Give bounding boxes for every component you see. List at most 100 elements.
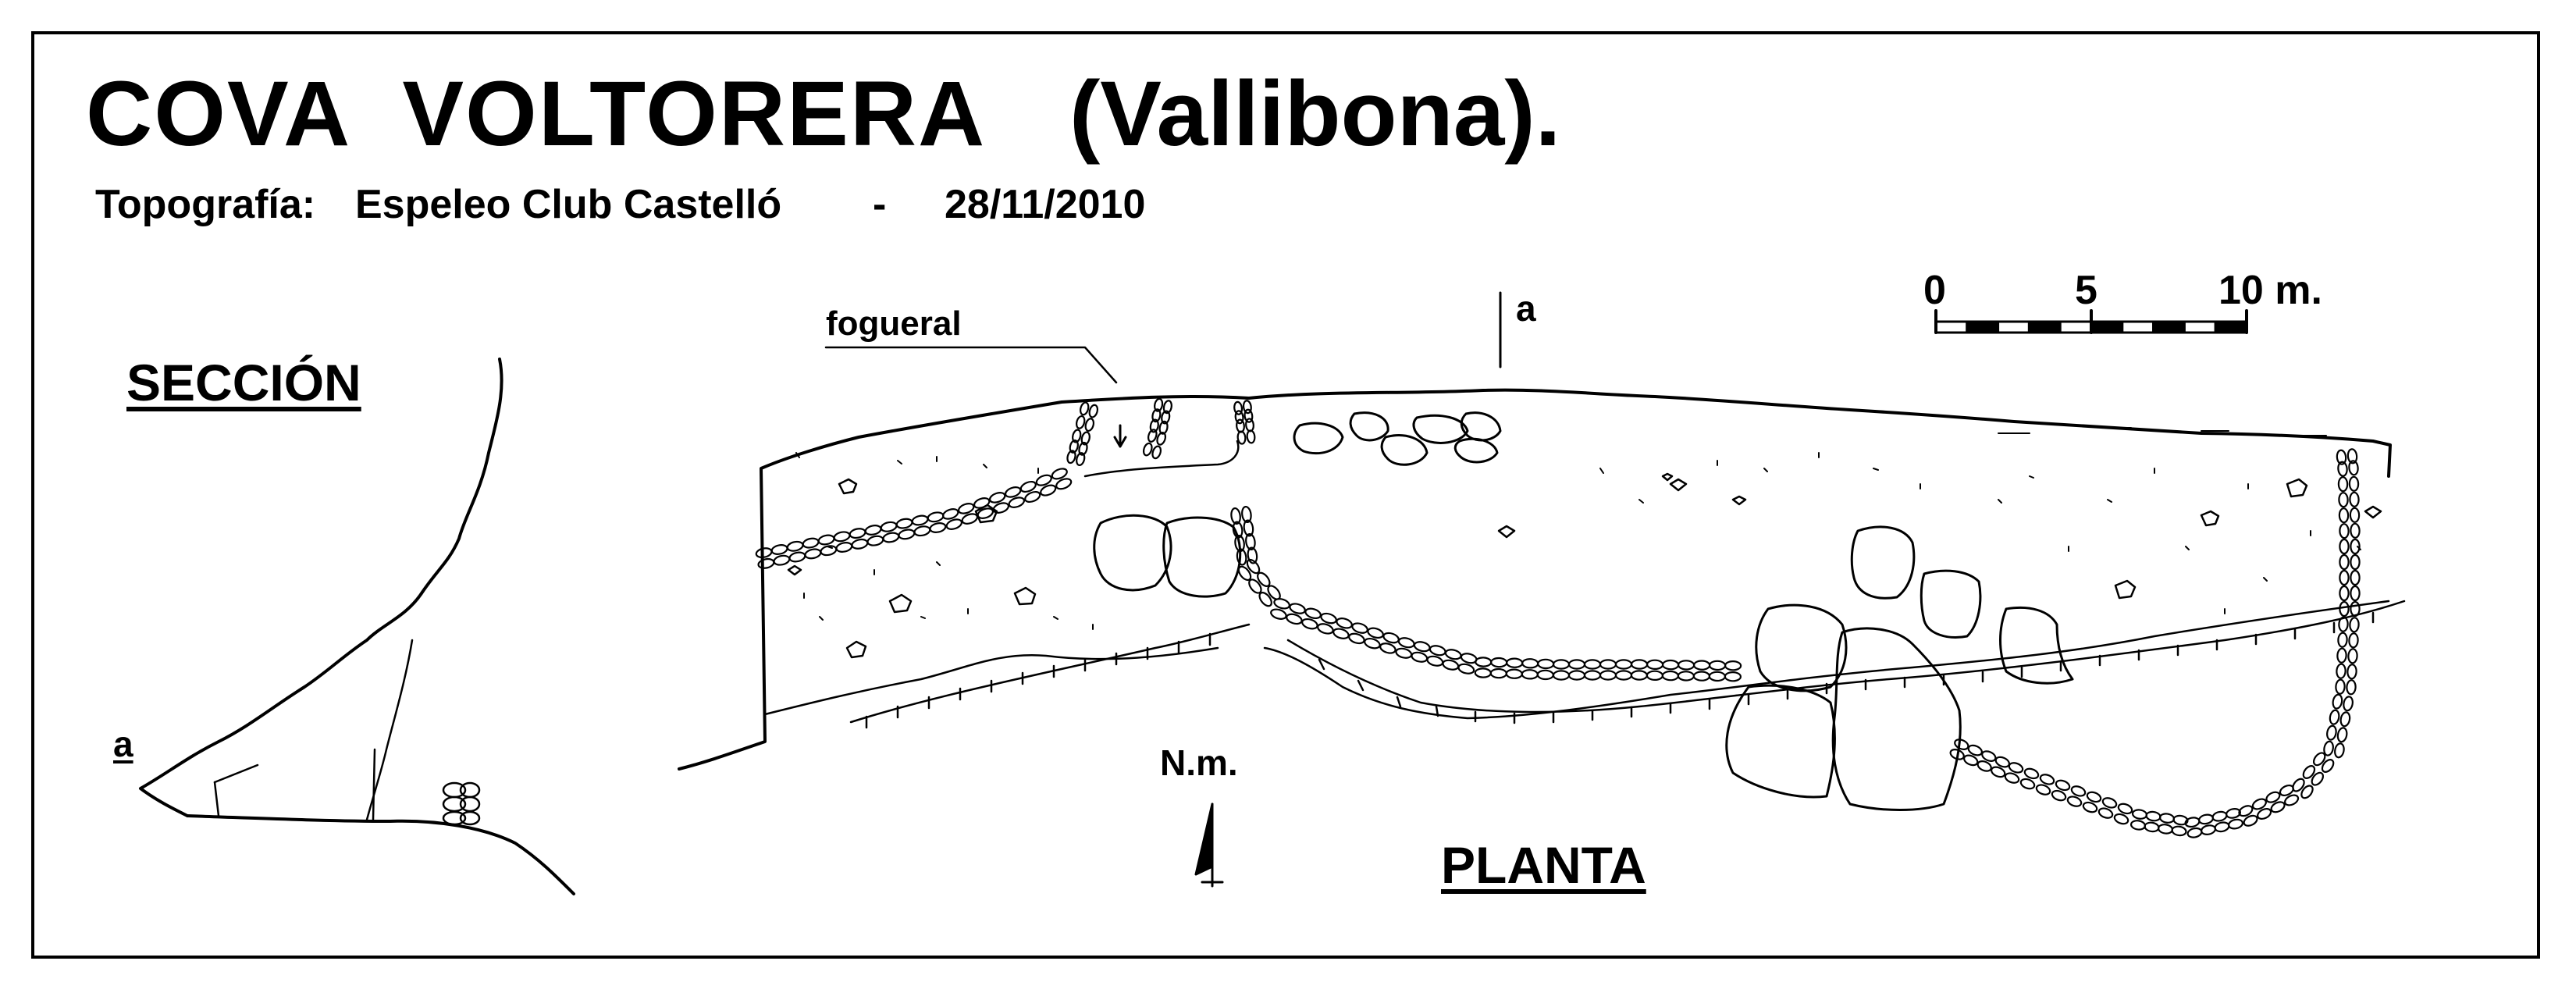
section-wall <box>442 781 481 826</box>
wall-stone <box>882 532 900 543</box>
fogueral-arrow <box>1113 424 1127 448</box>
scale-segment <box>2183 320 2217 334</box>
wall-stone <box>2337 632 2348 648</box>
scale-label-10: 10 m. <box>2218 268 2322 313</box>
wall-stone <box>1351 622 1368 634</box>
wall-stone <box>2329 709 2340 725</box>
credit-club: Espeleo Club Castelló <box>355 182 782 227</box>
wall-stone <box>755 547 773 559</box>
fogueral-label: fogueral <box>826 304 962 343</box>
stone-wall-verticals <box>1066 397 1256 467</box>
wall-stone <box>1724 660 1742 671</box>
wall-stone <box>1677 671 1695 682</box>
wall-stone <box>1234 410 1244 425</box>
wall-stone <box>2157 824 2174 835</box>
wall-stone <box>957 503 975 514</box>
wall-stone <box>1599 659 1617 670</box>
credit-label: Topografía: <box>95 182 316 227</box>
wall-stone <box>1411 651 1429 663</box>
wall-stone <box>2211 810 2228 822</box>
wall-stone <box>1536 669 1554 681</box>
wall-stone <box>2251 798 2267 810</box>
drawing-frame <box>31 31 2540 959</box>
wall-stone <box>941 508 959 520</box>
wall-stone <box>2350 600 2361 618</box>
wall-stone <box>2113 813 2129 825</box>
wall-stone <box>1258 592 1272 607</box>
wall-stone <box>1475 657 1493 667</box>
wall-stone <box>1646 659 1664 671</box>
wall-stone <box>2339 711 2351 728</box>
scale-segment <box>2058 320 2093 334</box>
wall-stone <box>2350 538 2361 555</box>
scale-segment <box>2027 320 2062 334</box>
wall-stone <box>849 528 866 539</box>
wall-stone <box>1614 670 1633 681</box>
stone-wall-lower <box>1230 505 1742 682</box>
scale-bar <box>1934 309 2248 334</box>
wall-stone <box>2265 791 2281 803</box>
wall-stone <box>1506 657 1524 668</box>
wall-stone <box>2350 585 2361 602</box>
wall-stone <box>2323 740 2334 756</box>
wall-stone <box>788 551 806 563</box>
wall-stone <box>2238 805 2254 817</box>
wall-stone <box>1035 474 1052 486</box>
wall-stone <box>835 542 853 553</box>
wall-stone <box>1055 478 1073 490</box>
wall-stone <box>817 534 835 546</box>
wall-stone <box>1161 410 1171 425</box>
wall-stone <box>2214 821 2230 833</box>
wall-stone <box>1078 441 1088 456</box>
wall-stone <box>1270 608 1287 620</box>
wall-stone <box>2257 807 2272 820</box>
wall-stone <box>1233 400 1244 415</box>
wall-stone <box>1336 618 1353 629</box>
wall-stone <box>1662 659 1680 671</box>
wall-stone <box>1024 490 1041 504</box>
scale-segment <box>1966 320 2000 334</box>
wall-stone <box>945 518 963 530</box>
wall-stone <box>1236 418 1245 433</box>
wall-stone <box>2339 600 2350 618</box>
dripline <box>849 600 2406 729</box>
wall-stone <box>1444 649 1462 660</box>
wall-stone <box>2321 759 2335 773</box>
cave-location: (Vallibona). <box>1069 62 1561 166</box>
wall-stone <box>770 544 788 555</box>
wall-stone <box>2145 810 2161 822</box>
wall-stone <box>2337 461 2348 477</box>
wall-stone <box>1599 670 1617 681</box>
wall-stone <box>927 511 945 523</box>
wall-stone <box>2172 814 2189 826</box>
wall-stone <box>1156 432 1167 446</box>
wall-stone <box>2082 801 2098 813</box>
plan-outer-wall <box>678 388 2392 771</box>
wall-stone <box>1457 663 1475 674</box>
wall-stone <box>1066 450 1076 464</box>
wall-stone <box>1080 431 1091 446</box>
wall-stone <box>2055 779 2071 792</box>
section-title: SECCIÓN <box>126 354 361 411</box>
plan-inner-wall <box>763 646 1219 716</box>
plan-marker-a: a <box>1516 288 1536 329</box>
wall-stone <box>864 525 882 536</box>
wall-stone <box>2228 818 2243 830</box>
wall-stone <box>2039 774 2055 785</box>
wall-stone <box>2350 553 2361 571</box>
wall-stone <box>1069 439 1079 454</box>
wall-stone <box>1397 637 1415 649</box>
wall-stone <box>802 537 820 549</box>
wall-stone <box>2035 784 2051 795</box>
wall-stone <box>1244 408 1254 423</box>
wall-stone <box>2343 696 2354 712</box>
wall-stone <box>1489 667 1507 679</box>
wall-stone <box>1426 655 1444 667</box>
wall-stone <box>2326 724 2337 741</box>
wall-stone <box>2312 752 2326 767</box>
wall-stone <box>1614 659 1633 670</box>
wall-stone <box>1257 571 1271 587</box>
wall-stone <box>2201 824 2216 835</box>
wall-stone <box>1273 598 1290 610</box>
wall-stone <box>1537 658 1555 670</box>
